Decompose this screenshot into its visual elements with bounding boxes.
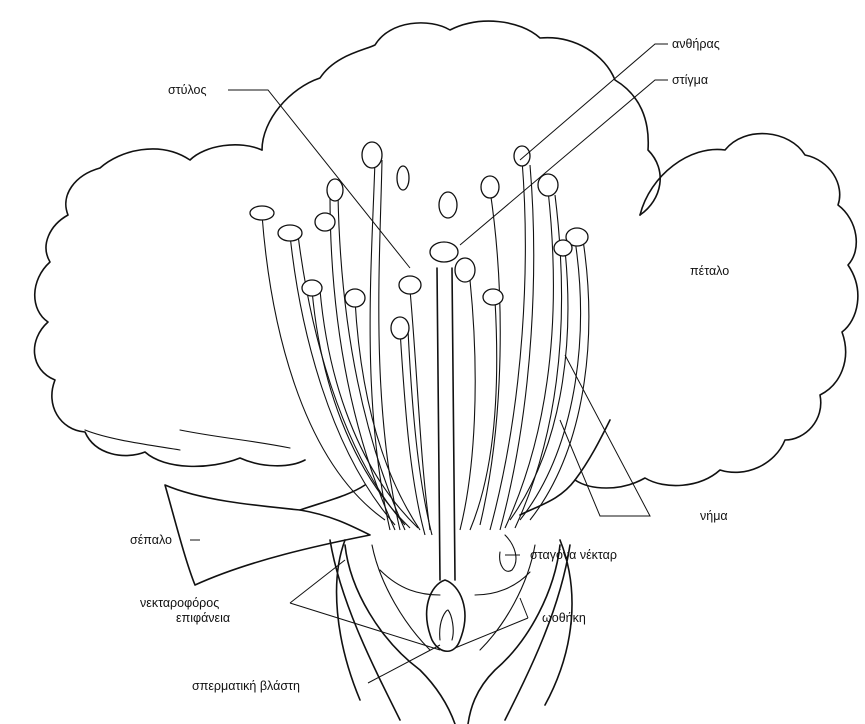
anthers xyxy=(250,142,588,339)
label-nectary-line1: νεκταροφόρος xyxy=(140,596,219,610)
sepal-base-right xyxy=(505,540,572,720)
petal-claw-left xyxy=(300,485,365,510)
label-sepal: σέπαλο xyxy=(130,533,172,547)
label-nectar-drop: σταγόνα νέκταρ xyxy=(530,548,617,562)
petal-left xyxy=(34,145,305,467)
sepal-left xyxy=(165,485,370,585)
leader-lines xyxy=(190,44,668,683)
sepal-base-left xyxy=(330,540,400,720)
petal-left-fold xyxy=(85,430,290,450)
ovary xyxy=(427,580,465,651)
petal-top xyxy=(262,21,660,215)
stigma-head xyxy=(430,242,458,262)
style xyxy=(437,268,455,580)
label-placenta: σπερματική βλάστη xyxy=(192,679,300,693)
label-style: στύλος xyxy=(168,83,207,97)
label-filament: νήμα xyxy=(700,509,728,523)
label-ovary: ωοθήκη xyxy=(542,611,586,625)
filaments-right xyxy=(460,160,589,530)
nectar-drop xyxy=(500,535,516,571)
ovule xyxy=(440,610,454,640)
stigma-head-2 xyxy=(455,258,475,282)
filaments-left xyxy=(262,160,432,535)
label-petal: πέταλο xyxy=(690,264,729,278)
label-nectary-line2: επιφάνεια xyxy=(176,611,230,625)
label-stigma: στίγμα xyxy=(672,73,708,87)
label-anther: ανθήρας xyxy=(672,37,720,51)
petal-right xyxy=(575,134,858,488)
